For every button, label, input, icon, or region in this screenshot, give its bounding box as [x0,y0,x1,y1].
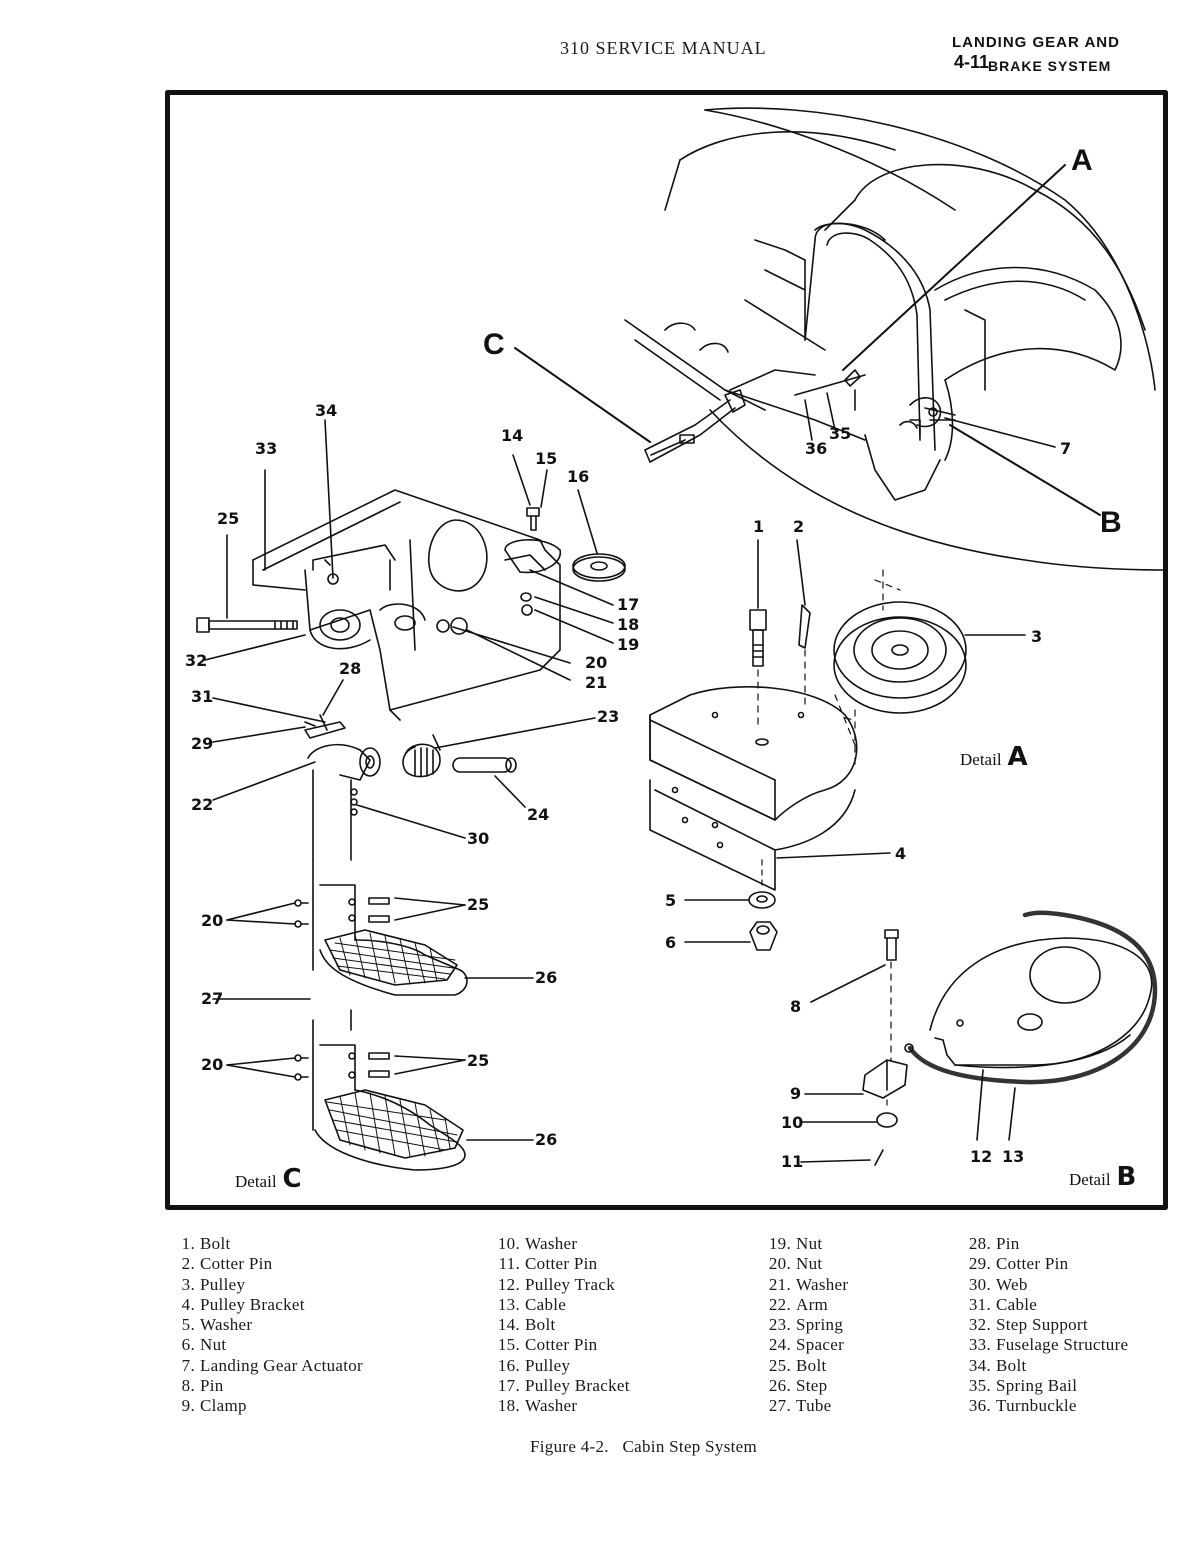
detail-a-letter: A [1007,742,1028,772]
callout-6: 6 [665,933,677,952]
detail-a-drawing [649,569,967,951]
callout-20-mid: 20 [201,911,224,930]
callout-11: 11 [781,1152,804,1171]
detail-b-drawing [862,910,1158,1166]
callout-25-mid: 25 [467,895,490,914]
callout-26-top: 26 [535,968,558,987]
callout-1: 1 [753,517,765,536]
fuselage-cabin-drawing [624,107,1166,571]
callout-4: 4 [895,844,907,863]
callout-2: 2 [793,517,805,536]
callout-5: 5 [665,891,677,910]
detail-c-letter: C [282,1164,302,1194]
callout-10: 10 [781,1113,804,1132]
arm-spring-spacer-drawing [304,714,517,861]
figure-title: Cabin Step System [622,1437,758,1456]
upper-step-drawing [294,859,468,996]
callout-25-top: 25 [217,509,240,528]
pulley-16-drawing [572,553,626,582]
callout-28: 28 [339,659,362,678]
callout-14: 14 [501,426,524,445]
callout-20-top: 20 [585,653,608,672]
figure-caption: Figure 4-2. Cabin Step System [530,1437,757,1457]
view-letter-b: B [1100,506,1122,539]
bolt-14-drawing [526,507,540,517]
callout-35: 35 [829,424,852,443]
detail-c-caption: Detail C [235,1164,302,1194]
callout-3: 3 [1031,627,1043,646]
callout-23: 23 [597,707,620,726]
callout-7: 7 [1060,439,1072,458]
callout-32: 32 [185,651,208,670]
bolt-25-drawing [196,617,298,633]
callout-36: 36 [805,439,828,458]
figure-number: Figure 4-2. [530,1437,609,1456]
callout-34: 34 [315,401,338,420]
callout-20-low: 20 [201,1055,224,1074]
callout-25-low: 25 [467,1051,490,1070]
callout-33: 33 [255,439,278,458]
detail-a-label: Detail [960,750,1002,769]
detail-b-letter: B [1116,1162,1137,1192]
callout-17: 17 [617,595,640,614]
section-title-line1: LANDING GEAR AND [952,34,1120,51]
callout-8: 8 [790,997,802,1016]
section-title-line2: BRAKE SYSTEM [988,58,1112,74]
callout-18: 18 [617,615,640,634]
callout-9: 9 [790,1084,802,1103]
figure-frame [165,90,1168,1210]
callout-29: 29 [191,734,214,753]
callout-26-low: 26 [535,1130,558,1149]
callout-22: 22 [191,795,214,814]
callout-15: 15 [535,449,558,468]
callout-31: 31 [191,687,214,706]
section-header: LANDING GEAR AND 4-11 BRAKE SYSTEM [952,34,1152,74]
illustration-drawing [165,90,1168,1210]
callout-30: 30 [467,829,490,848]
callout-21: 21 [585,673,608,692]
parts-legend: 1.Bolt 2.Cotter Pin 3.Pulley 4.Pulley Br… [181,1234,1129,1416]
callout-13: 13 [1002,1147,1025,1166]
callout-16: 16 [567,467,590,486]
callout-24: 24 [527,805,550,824]
callout-27: 27 [201,989,224,1008]
callout-12: 12 [970,1147,993,1166]
detail-b-label: Detail [1069,1170,1111,1189]
view-letter-a: A [1071,144,1093,177]
lower-step-drawing [294,1009,466,1171]
callout-leaders [204,419,1026,1163]
manual-title: 310 SERVICE MANUAL [560,38,767,58]
detail-c-label: Detail [235,1172,277,1191]
detail-a-caption: Detail A [960,742,1028,772]
view-letter-c: C [483,328,505,361]
detail-b-caption: Detail B [1069,1162,1136,1192]
callout-19: 19 [617,635,640,654]
step-support-drawing [252,489,561,721]
cabin-step-illustration: A B C 34 33 25 32 14 15 16 17 18 19 20 2… [165,90,1168,1210]
page-number: 4-11 [954,52,990,72]
